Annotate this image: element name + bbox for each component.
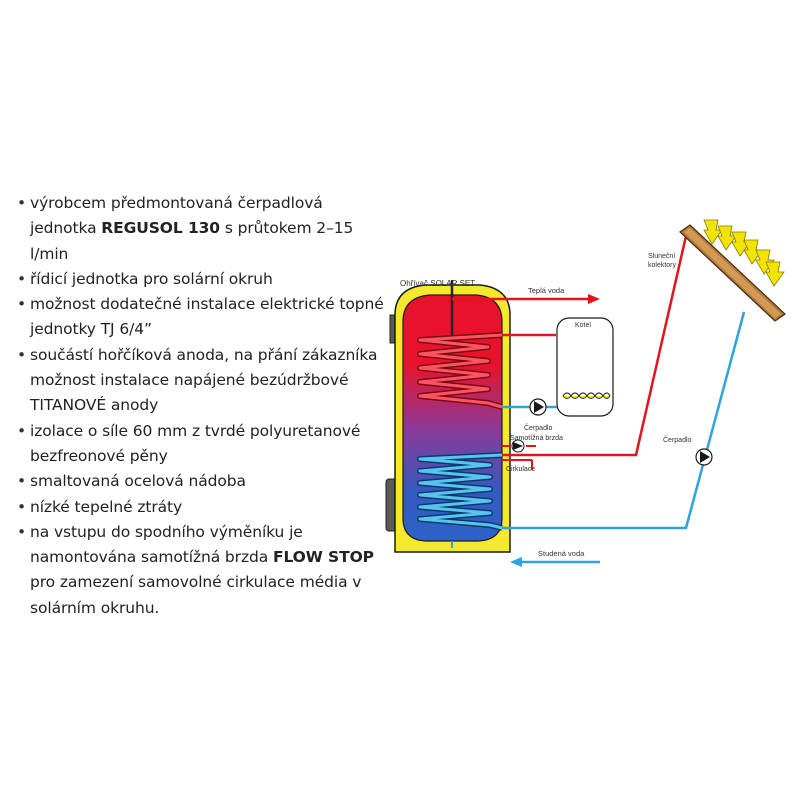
boiler-label: Kotel bbox=[575, 322, 591, 329]
feature-item: na vstupu do spodního výměníku je namont… bbox=[16, 520, 388, 621]
feature-item: nízké tepelné ztráty bbox=[16, 495, 388, 521]
circulation-line: Samotížná brzda Cirkulace bbox=[502, 435, 563, 473]
gravity-brake-label: Samotížná brzda bbox=[510, 435, 563, 442]
feature-text: řídicí jednotka pro solární okruh bbox=[30, 269, 273, 288]
feature-text: součástí hořčíková anoda, na přání zákaz… bbox=[30, 345, 378, 415]
lower-heat-exchanger-coil bbox=[417, 452, 503, 531]
storage-tank: Ohřívač SOLAR SET bbox=[385, 279, 511, 553]
feature-text: izolace o síle 60 mm z tvrdé polyuretano… bbox=[30, 421, 361, 465]
feature-text: možnost dodatečné instalace elektrické t… bbox=[30, 295, 384, 339]
feature-text: nízké tepelné ztráty bbox=[30, 497, 183, 516]
feature-text: výrobcem předmontovaná čerpadlová jednot… bbox=[30, 194, 323, 238]
solar-hot-pipe bbox=[502, 235, 688, 457]
boiler-circuit: Kotel Čerpadlo bbox=[502, 317, 614, 432]
upper-heat-exchanger-coil bbox=[417, 332, 503, 410]
hot-water-outlet: Teplá voda bbox=[452, 286, 600, 304]
hot-water-label: Teplá voda bbox=[528, 286, 565, 295]
cold-water-inlet: Studená voda bbox=[451, 541, 600, 567]
feature-item: smaltovaná ocelová nádoba bbox=[16, 469, 388, 495]
solar-cold-pipe bbox=[502, 311, 746, 530]
feature-item: možnost dodatečné instalace elektrické t… bbox=[16, 292, 388, 343]
hot-water-arrow-icon bbox=[588, 294, 600, 304]
cold-water-label: Studená voda bbox=[538, 549, 585, 558]
solar-circuit: Čerpadlo bbox=[502, 235, 746, 530]
feature-text: na vstupu do spodního výměníku je namont… bbox=[30, 522, 303, 567]
circulation-label: Cirkulace bbox=[506, 466, 535, 473]
feature-text: s průtokem 2–15 l/min bbox=[30, 219, 354, 263]
feature-highlight: REGUSOL 130 bbox=[101, 219, 220, 238]
boiler-pump-label: Čerpadlo bbox=[524, 423, 553, 432]
feature-item: izolace o síle 60 mm z tvrdé polyuretano… bbox=[16, 419, 388, 470]
boiler bbox=[556, 317, 614, 417]
feature-text: pro zamezení samovolné cirkulace média v… bbox=[30, 573, 362, 617]
collector-label-line-1: Sluneční bbox=[648, 253, 675, 260]
sun-rays-icon bbox=[703, 219, 785, 287]
tank-label: Ohřívač SOLAR SET bbox=[400, 279, 475, 288]
collector-label-line-2: kolektory bbox=[648, 262, 677, 269]
solar-collector: Sluneční kolektory bbox=[648, 224, 786, 322]
feature-highlight: FLOW STOP bbox=[272, 548, 374, 567]
feature-item: výrobcem předmontovaná čerpadlová jednot… bbox=[16, 191, 388, 267]
feature-item: řídicí jednotka pro solární okruh bbox=[16, 267, 388, 293]
feature-text: smaltovaná ocelová nádoba bbox=[30, 472, 246, 491]
cold-water-arrow-icon bbox=[510, 557, 522, 567]
feature-item: součástí hořčíková anoda, na přání zákaz… bbox=[16, 343, 388, 419]
solar-pump-label: Čerpadlo bbox=[663, 435, 692, 444]
feature-list: výrobcem předmontovaná čerpadlová jednot… bbox=[16, 191, 388, 621]
